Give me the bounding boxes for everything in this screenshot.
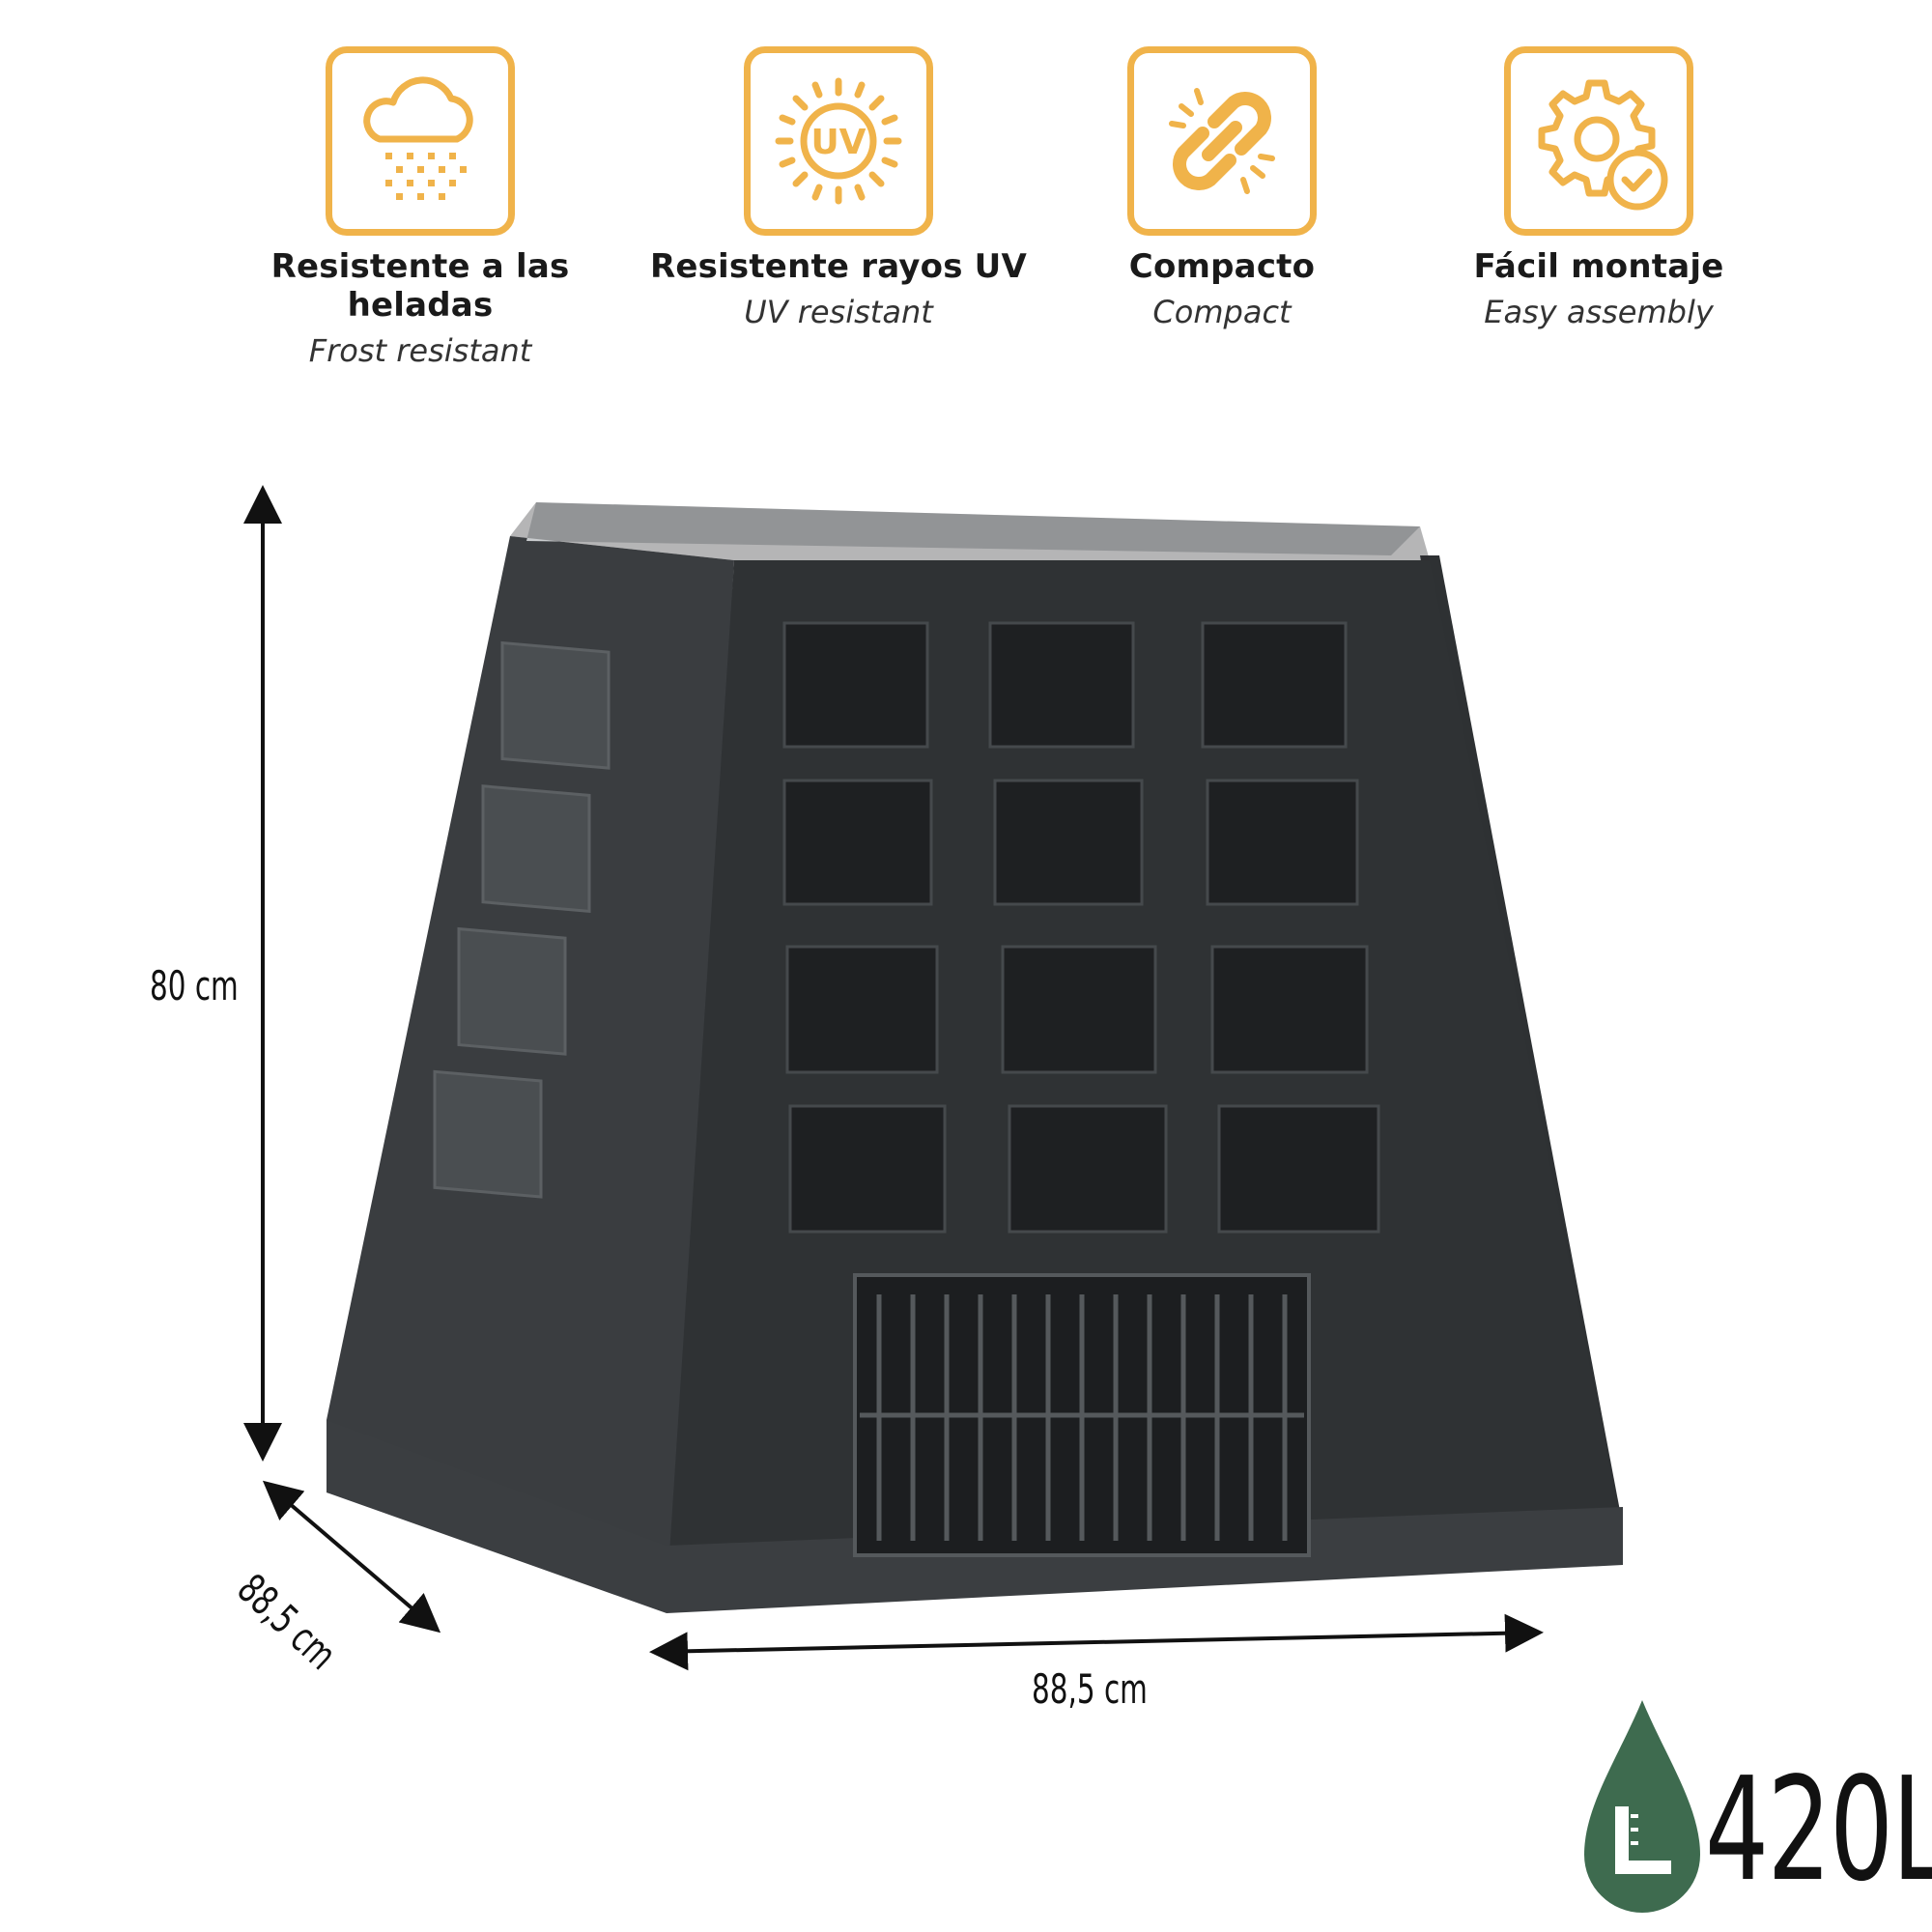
feature-subtitle: UV resistant (744, 294, 933, 330)
width-dimension-label: 88,5 cm (1032, 1665, 1148, 1713)
feature-title: Resistente rayos UV (649, 247, 1028, 286)
feature-subtitle: Compact (1152, 294, 1292, 330)
feature-title: Fácil montaje (1473, 247, 1724, 286)
feature-subtitle: Frost resistant (308, 332, 532, 369)
uv-sun-icon: UV (744, 46, 933, 236)
feature-uv: UV Resistente rayos UV UV resistant (636, 46, 1041, 330)
capacity-value: 420L (1705, 1747, 1932, 1913)
depth-dimension-arrow (262, 1480, 441, 1634)
feature-compact: Compacto Compact (1019, 46, 1425, 330)
feature-title: Resistente a las heladas (270, 247, 570, 325)
compost-bin-body (327, 502, 1623, 1613)
feature-assembly: Fácil montaje Easy assembly (1396, 46, 1802, 330)
liter-drop-icon (1584, 1700, 1700, 1913)
gear-check-icon (1504, 46, 1693, 236)
feature-subtitle: Easy assembly (1484, 294, 1714, 330)
chain-link-icon (1127, 46, 1317, 236)
width-dimension-arrow (649, 1613, 1544, 1671)
feature-frost: Resistente a las heladas Frost resistant (217, 46, 623, 369)
svg-text:UV: UV (810, 123, 866, 162)
frost-cloud-icon (326, 46, 515, 236)
height-dimension-label: 80 cm (150, 962, 239, 1009)
feature-title: Compacto (1128, 247, 1316, 286)
